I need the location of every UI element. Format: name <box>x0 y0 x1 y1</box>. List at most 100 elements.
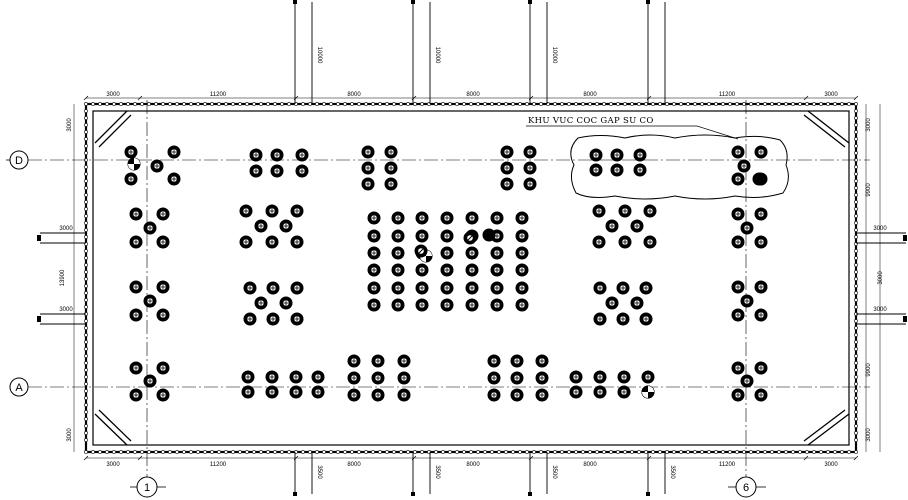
sheet-pile-bead <box>84 403 88 407</box>
sheet-pile-bead <box>756 102 760 106</box>
sheet-pile-bead <box>189 450 193 454</box>
sheet-pile-bead <box>434 450 438 454</box>
sheet-pile-bead <box>196 450 200 454</box>
sheet-pile-bead <box>567 450 571 454</box>
sheet-pile-bead <box>777 450 781 454</box>
sheet-pile-bead <box>371 450 375 454</box>
sheet-pile-bead <box>343 450 347 454</box>
pile <box>617 370 631 384</box>
pile <box>266 281 280 295</box>
sheet-pile-bead <box>693 450 697 454</box>
pile <box>414 244 428 258</box>
sheet-pile-bead <box>854 347 858 351</box>
sheet-pile-bead <box>420 450 424 454</box>
axis-bubble-6: 6 <box>728 476 766 498</box>
sheet-pile-bead <box>854 123 858 127</box>
pile <box>129 235 143 249</box>
pile <box>754 361 768 375</box>
sheet-pile-bead <box>84 207 88 211</box>
pile <box>754 308 768 322</box>
sheet-pile-bead <box>567 102 571 106</box>
sheet-pile-bead <box>854 354 858 358</box>
pile <box>361 177 375 191</box>
sheet-pile-bead <box>385 450 389 454</box>
sheet-pile-bead <box>84 382 88 386</box>
dim-right-1: 3000 <box>866 118 872 132</box>
sheet-pile-bead <box>721 102 725 106</box>
post-dimensions: 10000 10000 10000 3500 3500 3500 3500 <box>316 47 675 480</box>
pile <box>311 385 325 399</box>
sheet-pile-bead <box>602 102 606 106</box>
sheet-pile-bead <box>588 450 592 454</box>
pile <box>592 204 606 218</box>
pile <box>593 312 607 326</box>
pile <box>156 235 170 249</box>
pile <box>129 207 143 221</box>
sheet-pile-bead <box>637 102 641 106</box>
pile <box>371 388 385 402</box>
sheet-pile-bead <box>854 193 858 197</box>
sheet-pile-bead <box>112 102 116 106</box>
pile <box>737 159 751 173</box>
pile <box>515 246 529 260</box>
dim-post-bottom-4: 3500 <box>669 465 675 479</box>
axis-label-d: D <box>15 155 23 167</box>
sheet-pile-bead <box>805 450 809 454</box>
sheet-pile-bead <box>707 450 711 454</box>
sheet-pile-bead <box>504 450 508 454</box>
pile <box>465 246 479 260</box>
sheet-pile-bead <box>854 410 858 414</box>
sheet-pile-bead <box>854 368 858 372</box>
sheet-pile-bead <box>798 102 802 106</box>
sheet-pile-bead <box>455 450 459 454</box>
sheet-pile-bead <box>371 102 375 106</box>
sheet-pile-bead <box>266 450 270 454</box>
pile <box>415 281 429 295</box>
sheet-pile-bead <box>308 450 312 454</box>
pile <box>515 229 529 243</box>
dim-bottom-7: 3000 <box>824 462 838 468</box>
sheet-pile-bead <box>168 102 172 106</box>
sheet-pile-bead <box>469 102 473 106</box>
sheet-pile-bead <box>413 450 417 454</box>
pile <box>347 388 361 402</box>
pile <box>143 374 157 388</box>
sheet-pile-bead <box>854 291 858 295</box>
pile <box>243 281 257 295</box>
pile <box>639 312 653 326</box>
pile <box>639 281 653 295</box>
pile <box>361 145 375 159</box>
sheet-pile-bead <box>644 450 648 454</box>
sheet-pile-bead <box>854 207 858 211</box>
sheet-pile-bead <box>854 109 858 113</box>
sheet-pile-bead <box>196 102 200 106</box>
pile <box>440 298 454 312</box>
sheet-pile-bead <box>462 450 466 454</box>
sheet-pile-bead <box>84 333 88 337</box>
sheet-pile-bead <box>560 102 564 106</box>
sheet-pile-bead <box>651 102 655 106</box>
sheet-pile-bead <box>630 450 634 454</box>
pile <box>589 148 603 162</box>
sheet-pile-bead <box>854 389 858 393</box>
sheet-pile-bead <box>560 450 564 454</box>
sheet-pile-bead <box>707 102 711 106</box>
sheet-pile-bead <box>847 450 851 454</box>
sheet-pile-bead <box>504 102 508 106</box>
pile <box>265 385 279 399</box>
sheet-pile-bead <box>434 102 438 106</box>
sheet-pile-bead <box>763 450 767 454</box>
pile <box>633 163 647 177</box>
pile <box>241 370 255 384</box>
sheet-pile-bead <box>210 450 214 454</box>
sheet-pile-bead <box>553 102 557 106</box>
sheet-pile-bead <box>532 450 536 454</box>
sheet-pile-bead <box>84 431 88 435</box>
sheet-pile-bead <box>91 102 95 106</box>
sheet-pile-bead <box>805 102 809 106</box>
sheet-pile-bead <box>686 450 690 454</box>
sheet-pile-bead <box>406 450 410 454</box>
pile <box>156 207 170 221</box>
sheet-pile-bead <box>791 102 795 106</box>
pile <box>249 148 263 162</box>
